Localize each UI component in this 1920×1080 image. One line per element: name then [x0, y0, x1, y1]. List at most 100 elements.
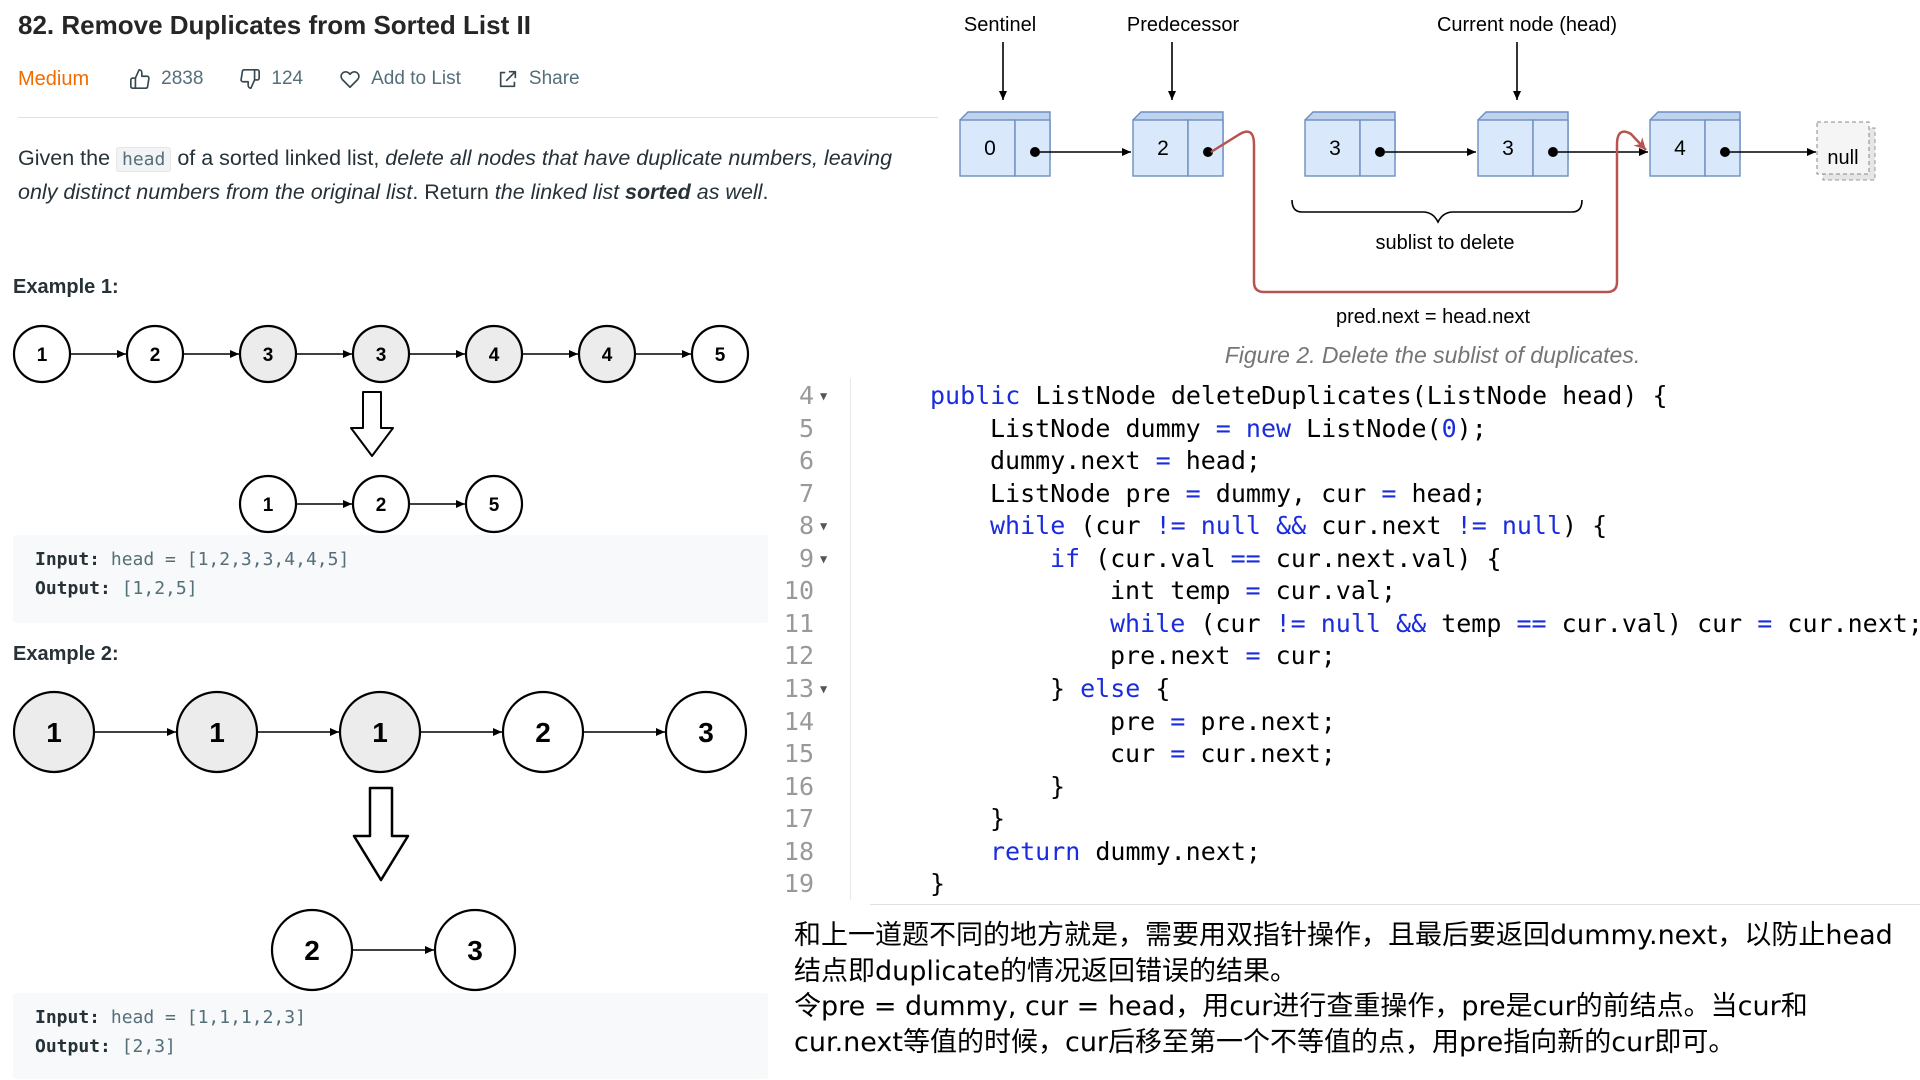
dislike-button[interactable]: 124 [239, 68, 303, 90]
ex1-input-node [690, 324, 750, 384]
ex1-input-node-value: 5 [715, 345, 726, 366]
code-token: return [990, 836, 1081, 866]
code-text: public ListNode deleteDuplicates(ListNod… [930, 380, 1668, 413]
title-divider [18, 117, 938, 118]
code-editor[interactable]: 4▼public ListNode deleteDuplicates(ListN… [770, 378, 1920, 905]
problem-meta-bar: Medium 2838 124 Add to List Share [18, 64, 616, 94]
add-to-list-button[interactable]: Add to List [339, 68, 461, 90]
code-token [1186, 511, 1201, 540]
code-token: public [930, 381, 1021, 410]
ex2-input-node-value: 2 [535, 717, 551, 748]
example-2-output-value: [2,3] [121, 1036, 176, 1057]
code-line[interactable]: 19} [770, 868, 1920, 901]
example-1-io-block: Input: head = [1,2,3,3,4,4,5] Output: [1… [13, 535, 768, 623]
code-token: ); [1456, 413, 1487, 443]
example-2-transform-arrow-icon [352, 786, 410, 882]
null-node: null [1816, 121, 1876, 181]
code-text: pre.next = cur; [1110, 640, 1336, 673]
ex1-input-node-value: 3 [376, 345, 387, 366]
code-token: = [1381, 478, 1397, 508]
explanation-note: 和上一道题不同的地方就是，需要用双指针操作，且最后要返回dummy.next，以… [794, 918, 1914, 1060]
fig-node-value: 4 [1674, 137, 1686, 160]
code-line[interactable]: 4▼public ListNode deleteDuplicates(ListN… [770, 380, 1920, 413]
example-1-output-value: [1,2,5] [121, 578, 198, 599]
code-line[interactable]: 9▼if (cur.val == cur.next.val) { [770, 543, 1920, 576]
pointer-label: pred.next = head.next [1336, 306, 1530, 328]
fold-toggle-icon[interactable]: ▼ [820, 389, 828, 403]
problem-description: Given the head of a sorted linked list, … [18, 142, 930, 208]
code-token: ListNode dummy [990, 413, 1216, 443]
code-token: null [1200, 511, 1261, 541]
code-token: (cur [1185, 608, 1276, 638]
code-text: if (cur.val == cur.next.val) { [1050, 543, 1502, 576]
code-token [1231, 414, 1246, 443]
description-strong: sorted [625, 180, 691, 204]
description-text: Given the [18, 146, 116, 170]
code-line[interactable]: 8▼while (cur != null && cur.next != null… [770, 510, 1920, 543]
ex2-input-node-value: 1 [209, 717, 225, 748]
fold-toggle-icon[interactable]: ▼ [820, 681, 828, 696]
code-text: } [990, 803, 1005, 836]
label-current-node: Current node (head) [1437, 14, 1617, 36]
line-number: 11 [783, 608, 814, 638]
code-token: == [1516, 608, 1547, 638]
ex2-output-node-value: 3 [467, 935, 483, 966]
share-icon [499, 70, 517, 88]
code-token: head; [1396, 478, 1487, 508]
code-line[interactable]: 16} [770, 771, 1920, 804]
ex1-output-node [464, 474, 524, 534]
code-line[interactable]: 13▼} else { [770, 673, 1920, 706]
example-1-input-value: head = [1,2,3,3,4,4,5] [110, 549, 350, 570]
example-2-io-block: Input: head = [1,1,1,2,3] Output: [2,3] [13, 993, 768, 1079]
fold-toggle-icon[interactable]: ▼ [820, 551, 828, 566]
line-number: 19 [783, 869, 814, 899]
heart-icon [340, 70, 360, 89]
code-text: dummy.next = head; [990, 445, 1261, 478]
code-line[interactable]: 17} [770, 803, 1920, 836]
code-token: cur.val; [1260, 576, 1396, 606]
code-token: = [1757, 608, 1773, 638]
code-token: int temp [1110, 576, 1246, 606]
code-token: == [1230, 543, 1261, 573]
ex1-input-node-value: 3 [263, 345, 274, 366]
pred-next-pointer [1210, 130, 1647, 294]
ex1-output-node-value: 2 [376, 495, 387, 516]
description-emphasis: as well [690, 180, 763, 204]
code-token: (cur.val [1080, 543, 1231, 573]
fig-node-value: 3 [1329, 137, 1341, 160]
ex1-output-node-value: 5 [489, 495, 500, 516]
gutter-divider [850, 378, 851, 900]
description-emphasis: the linked list [494, 180, 626, 204]
code-token: cur.next [1306, 511, 1457, 541]
line-number: 15 [783, 739, 814, 769]
fig-node-pointer-cell [1532, 119, 1569, 177]
code-token: { [1140, 673, 1171, 703]
code-text: ListNode pre = dummy, cur = head; [990, 478, 1487, 511]
fig-node-pointer-dot [1203, 147, 1213, 157]
fold-toggle-icon[interactable]: ▼ [820, 519, 828, 534]
line-number: 10 [783, 576, 814, 606]
fig-node-value: 0 [984, 137, 996, 160]
code-text: return dummy.next; [990, 836, 1261, 869]
description-text: . [762, 180, 769, 204]
code-token: ) { [1562, 511, 1608, 541]
line-number: 14 [783, 706, 814, 736]
code-token: } [1050, 771, 1066, 801]
like-button[interactable]: 2838 [129, 68, 203, 90]
code-token: } [1050, 673, 1081, 703]
code-token: != [1275, 608, 1306, 638]
code-token: else [1080, 673, 1141, 703]
share-button[interactable]: Share [497, 68, 580, 90]
